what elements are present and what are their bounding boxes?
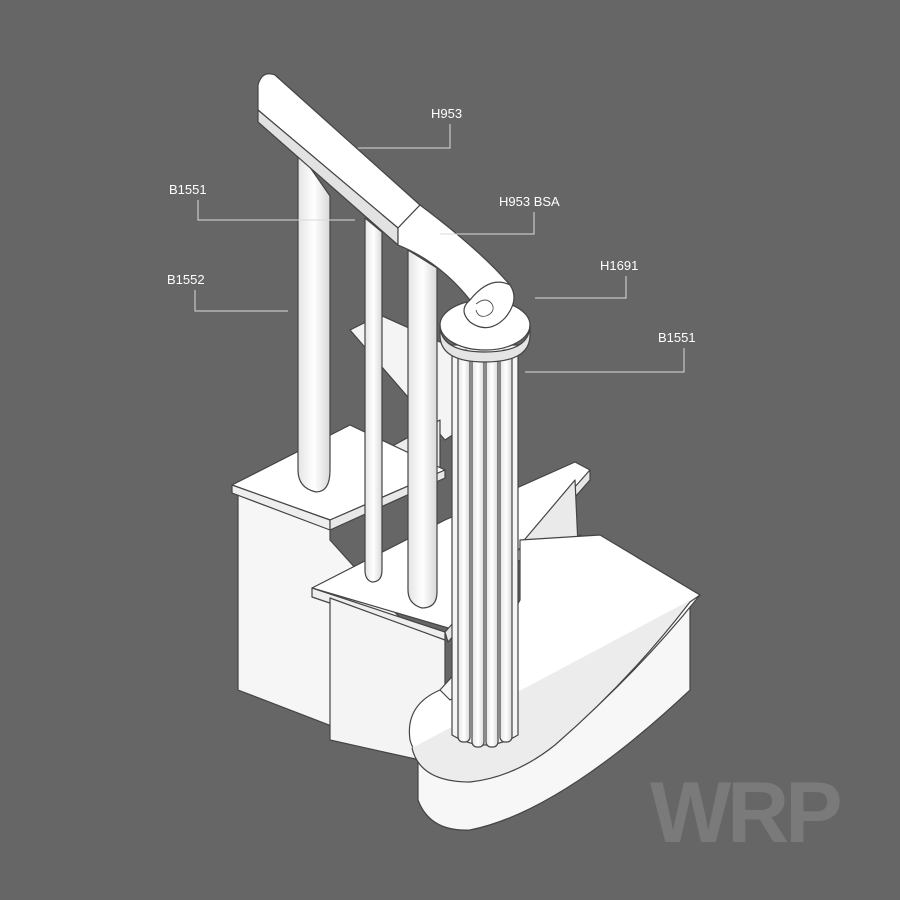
label-h953-bsa: H953 BSA [499,194,560,209]
leader-h953 [358,124,451,149]
leader-h953-bsa [440,212,535,235]
leader-h1691 [535,276,627,299]
newel-post [439,281,531,748]
leader-b1551-newel [525,348,685,373]
baluster-2 [364,217,383,583]
baluster-1 [297,149,331,493]
baluster-3 [407,249,438,609]
label-b1551-baluster: B1551 [169,182,207,197]
watermark-logo: WRP [650,765,840,861]
leader-b1552 [194,290,288,312]
label-b1551-newel: B1551 [658,330,696,345]
leader-lines [194,124,685,373]
handrail [257,73,511,301]
label-h953: H953 [431,106,463,121]
newel-spindle-4 [499,349,513,743]
label-b1552: B1552 [167,272,205,287]
newel-spindle-3 [485,354,499,748]
label-h1691: H1691 [600,258,639,273]
handrail-straight [257,73,421,229]
newel-spindle-1 [457,349,471,743]
baluster-group [297,149,438,609]
newel-spindle-2 [471,354,485,748]
leader-b1551-top [197,200,355,221]
